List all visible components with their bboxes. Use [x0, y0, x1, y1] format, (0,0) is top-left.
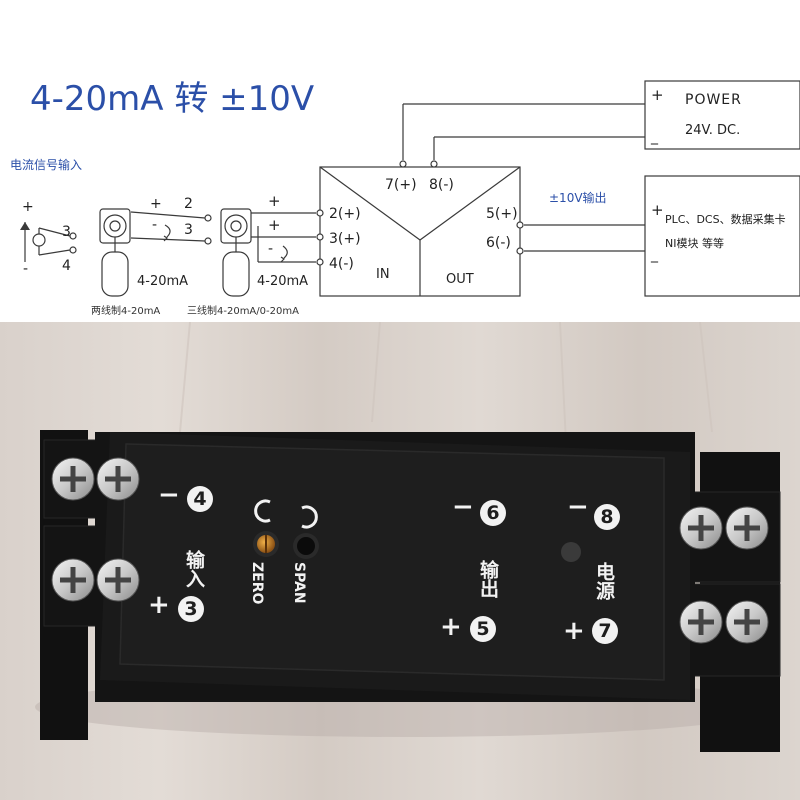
- power-label: 电源: [593, 562, 615, 600]
- input-plus-sign: +: [148, 590, 170, 620]
- three-wire-range: 4-20mA: [257, 274, 309, 289]
- wiring-diagram: 4-20mA 转 ±10V 电流信号输入 + - 3 4 + - 2 3 4-2…: [0, 0, 800, 322]
- zero-adjust-arc-icon: [254, 499, 271, 523]
- span-pot[interactable]: [293, 533, 319, 559]
- power-minus-sign: −: [567, 492, 589, 522]
- module-in-label: IN: [376, 267, 390, 282]
- output-label: 输出: [477, 560, 499, 598]
- three-wire-plus: +: [268, 192, 281, 210]
- load-plus: +: [651, 201, 664, 219]
- wiring-lines: [20, 80, 800, 297]
- span-label: SPAN: [291, 562, 307, 604]
- load-line1: PLC、DCS、数据采集卡: [665, 213, 786, 226]
- input-section-label: 电流信号输入: [10, 158, 83, 172]
- two-wire-minus: -: [152, 217, 158, 233]
- three-wire-caption: 三线制4-20mA/0-20mA: [187, 306, 299, 317]
- two-wire-pin-3: 3: [184, 222, 193, 238]
- three-wire-plus-2: +: [268, 216, 281, 234]
- zero-label: ZERO: [249, 562, 265, 605]
- terminal-5-badge: 5: [470, 616, 496, 642]
- pin-3-label: 3(+): [329, 231, 361, 247]
- two-wire-plus: +: [150, 196, 162, 212]
- terminal-8-badge: 8: [594, 504, 620, 530]
- pin-4-label: 4(-): [329, 256, 354, 272]
- source-pin-4: 4: [62, 258, 71, 274]
- two-wire-pin-2: 2: [184, 196, 193, 212]
- load-line2: NI模块 等等: [665, 237, 724, 250]
- source-minus: -: [23, 261, 29, 277]
- span-adjust-arc-icon: [301, 505, 318, 529]
- pin-8-label: 8(-): [429, 177, 454, 193]
- input-label: 输入: [183, 550, 205, 588]
- input-minus-sign: −: [158, 480, 180, 510]
- device-drawing: [35, 322, 781, 752]
- module-out-label: OUT: [446, 272, 474, 287]
- output-minus-sign: −: [452, 492, 474, 522]
- two-wire-range: 4-20mA: [137, 274, 189, 289]
- load-minus: _: [651, 247, 658, 263]
- zero-pot[interactable]: [253, 531, 279, 557]
- output-section-label: ±10V输出: [549, 191, 607, 205]
- source-pin-3: 3: [62, 224, 71, 240]
- screw-group: [51, 457, 769, 644]
- pin-6-label: 6(-): [486, 235, 511, 251]
- pin-2-label: 2(+): [329, 206, 361, 222]
- arrow-up-icon: [20, 222, 30, 230]
- three-wire-minus: -: [268, 241, 274, 257]
- pin-7-label: 7(+): [385, 177, 417, 193]
- power-plus-sign: +: [563, 616, 585, 646]
- terminal-4-badge: 4: [187, 486, 213, 512]
- power-led: [561, 542, 581, 562]
- two-wire-caption: 两线制4-20mA: [91, 306, 161, 317]
- terminal-3-badge: 3: [178, 596, 204, 622]
- terminal-7-badge: 7: [592, 618, 618, 644]
- pin-5-label: 5(+): [486, 206, 518, 222]
- output-plus-sign: +: [440, 612, 462, 642]
- source-plus: +: [22, 199, 34, 215]
- terminal-6-badge: 6: [480, 500, 506, 526]
- power-title: POWER: [685, 92, 742, 108]
- diagram-title: 4-20mA 转 ±10V: [30, 79, 315, 119]
- device-photo: − 4 输入 + 3 ZERO SPAN − 6 输出 + 5 − 8 电源 +…: [0, 322, 800, 800]
- power-minus: _: [651, 129, 658, 145]
- power-voltage: 24V. DC.: [685, 123, 741, 138]
- power-plus: +: [651, 86, 664, 104]
